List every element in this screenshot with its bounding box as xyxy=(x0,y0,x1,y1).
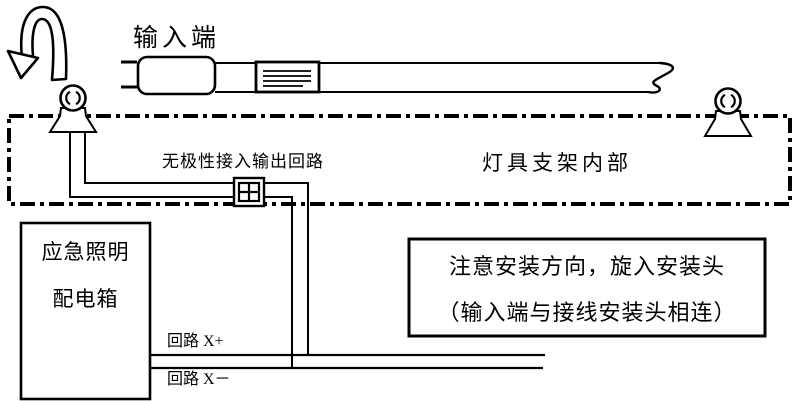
input-end-label: 输入端 xyxy=(133,25,221,52)
lamp-holder-left-icon xyxy=(48,84,98,133)
rotation-arrow-icon xyxy=(6,5,68,82)
distribution-box-outline xyxy=(19,221,152,401)
bracket-boundary-dashed-box xyxy=(7,114,792,206)
tube-break-icon xyxy=(646,61,675,94)
bracket-interior-label: 灯具支架内部 xyxy=(482,151,632,175)
note-line2: （输入端与接线安装头相连） xyxy=(437,299,737,325)
tube-label-lines xyxy=(263,70,311,87)
distribution-box-label: 应急照明 配电箱 xyxy=(21,236,150,313)
tube-pins xyxy=(121,60,137,89)
lamp-tube xyxy=(121,55,675,96)
wire-holder-to-circuit-positive xyxy=(84,130,309,355)
note-line1: 注意安装方向，旋入安装头 xyxy=(448,253,725,279)
tube-label-sleeve xyxy=(254,60,321,94)
distribution-box-line2: 配电箱 xyxy=(52,287,119,311)
wire-holder-to-circuit-negative xyxy=(69,130,293,368)
connector-block xyxy=(232,176,266,208)
installation-note: 注意安装方向，旋入安装头 （输入端与接线安装头相连） xyxy=(412,238,762,337)
distribution-box-line1: 应急照明 xyxy=(41,240,130,264)
non-polarity-label: 无极性接入输出回路 xyxy=(162,152,324,171)
circuit-negative-label: 回路 X－ xyxy=(167,371,231,388)
note-box-outline xyxy=(407,237,767,338)
circuit-positive-label: 回路 X+ xyxy=(167,333,224,350)
lamp-holder-right-icon xyxy=(703,87,753,137)
tube-end-cap xyxy=(136,55,217,96)
